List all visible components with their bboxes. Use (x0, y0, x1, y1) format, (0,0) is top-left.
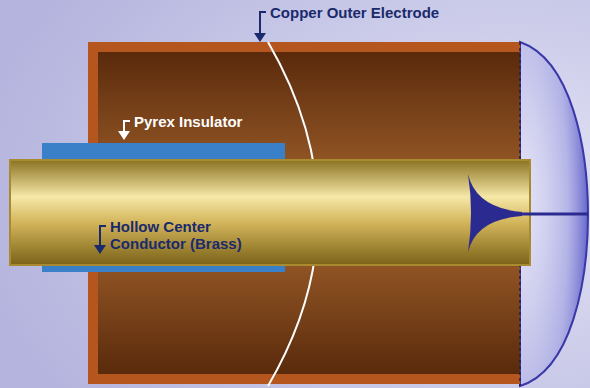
brass-conductor (10, 160, 530, 265)
part-label: Copper Outer Electrode (270, 4, 439, 21)
plasma-cusp (468, 174, 522, 252)
plasma-dome (520, 42, 588, 386)
plasma-jet (520, 213, 588, 216)
part-label: Hollow Center Conductor (Brass) (110, 218, 258, 252)
part-label: Pyrex Insulator (134, 113, 242, 130)
callout-arrows (94, 12, 266, 254)
